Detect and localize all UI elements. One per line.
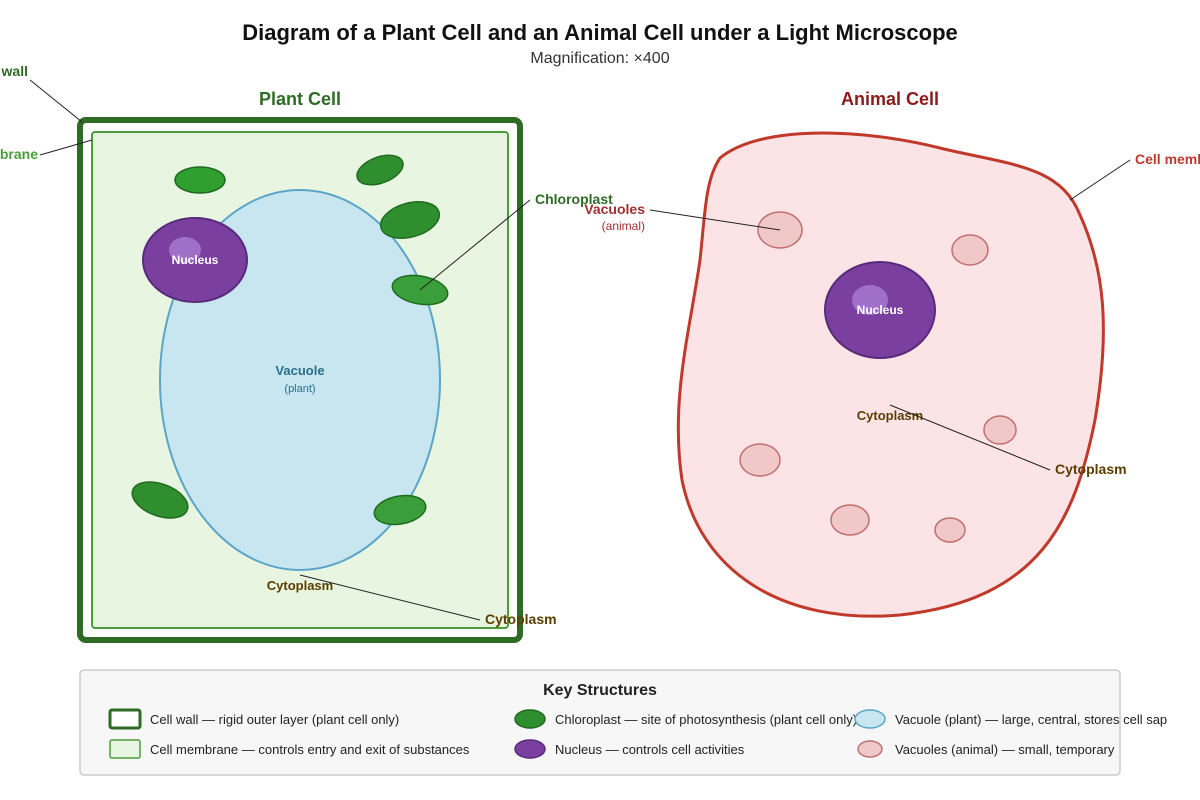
animal-vacuoles-leader-line: [649, 209, 781, 231]
animal-nucleus-label: Nucleus: [857, 303, 904, 317]
animal-vacuoles-sublabel: (animal): [602, 219, 645, 233]
key-swatch-plant-vacuole: [854, 709, 886, 729]
plant-cell-heading: Plant Cell: [259, 89, 341, 109]
plant-cytoplasm-label: Cytoplasm: [267, 578, 333, 593]
animal-vacuole: [934, 517, 966, 543]
chloroplast: [373, 494, 427, 526]
diagram-title: Diagram of a Plant Cell and an Animal Ce…: [242, 20, 958, 45]
animal-cell-heading: Animal Cell: [841, 89, 939, 109]
animal-cytoplasm-label: Cytoplasm: [857, 408, 923, 423]
chloroplast: [131, 481, 189, 519]
diagram-subtitle: Magnification: ×400: [530, 50, 669, 67]
key-swatch-cell-membrane: [109, 739, 141, 759]
key-swatch-chloroplast: [514, 709, 546, 729]
chloroplast-callout: Chloroplast: [535, 191, 613, 207]
plant-cytoplasm-callout: Cytoplasm: [485, 611, 557, 627]
animal-membrane-callout: Cell memb: [1135, 151, 1200, 167]
animal-cytoplasm-leader-line: [889, 404, 1051, 471]
key-item-nucleus: Nucleus — controls cell activities: [555, 742, 745, 757]
chloroplast: [356, 154, 404, 186]
animal-cell-membrane: [676, 131, 1105, 618]
animal-vacuole: [951, 234, 989, 266]
animal-vacuole: [739, 443, 781, 477]
animal-membrane-leader-line: [1069, 159, 1131, 201]
chloroplast-leader-line: [419, 199, 531, 291]
plant-cytoplasm-leader-line: [299, 574, 481, 621]
animal-vacuole: [830, 504, 870, 536]
cell-wall-leader-line: [29, 79, 83, 123]
plant-vacuole-label: Vacuole: [275, 363, 324, 378]
key-title: Key Structures: [543, 682, 657, 699]
animal-cytoplasm-callout: Cytoplasm: [1055, 461, 1127, 477]
animal-vacuoles-callout: Vacuoles: [584, 201, 645, 217]
key-swatch-nucleus: [514, 739, 546, 759]
chloroplast: [379, 201, 441, 239]
cell-wall-callout: wall: [1, 63, 28, 79]
key-item-cell-wall: Cell wall — rigid outer layer (plant cel…: [150, 712, 399, 727]
key-item-cell-membrane: Cell membrane — controls entry and exit …: [150, 742, 470, 757]
cell-membrane-callout: brane: [0, 146, 38, 162]
cell-membrane-leader-line: [39, 139, 93, 156]
plant-vacuole-sublabel: (plant): [284, 383, 315, 395]
key-item-chloroplast: Chloroplast — site of photosynthesis (pl…: [555, 712, 857, 727]
key-item-animal-vacuoles: Vacuoles (animal) — small, temporary: [895, 742, 1115, 757]
key-swatch-cell-wall: [108, 708, 142, 730]
animal-vacuole: [983, 415, 1017, 445]
chloroplast: [174, 166, 226, 194]
key-item-plant-vacuole: Vacuole (plant) — large, central, stores…: [895, 712, 1167, 727]
key-swatch-animal-vacuoles: [857, 740, 883, 758]
plant-nucleus-label: Nucleus: [172, 253, 219, 267]
animal-nucleolus: [852, 285, 888, 315]
plant-nucleolus: [169, 237, 201, 263]
